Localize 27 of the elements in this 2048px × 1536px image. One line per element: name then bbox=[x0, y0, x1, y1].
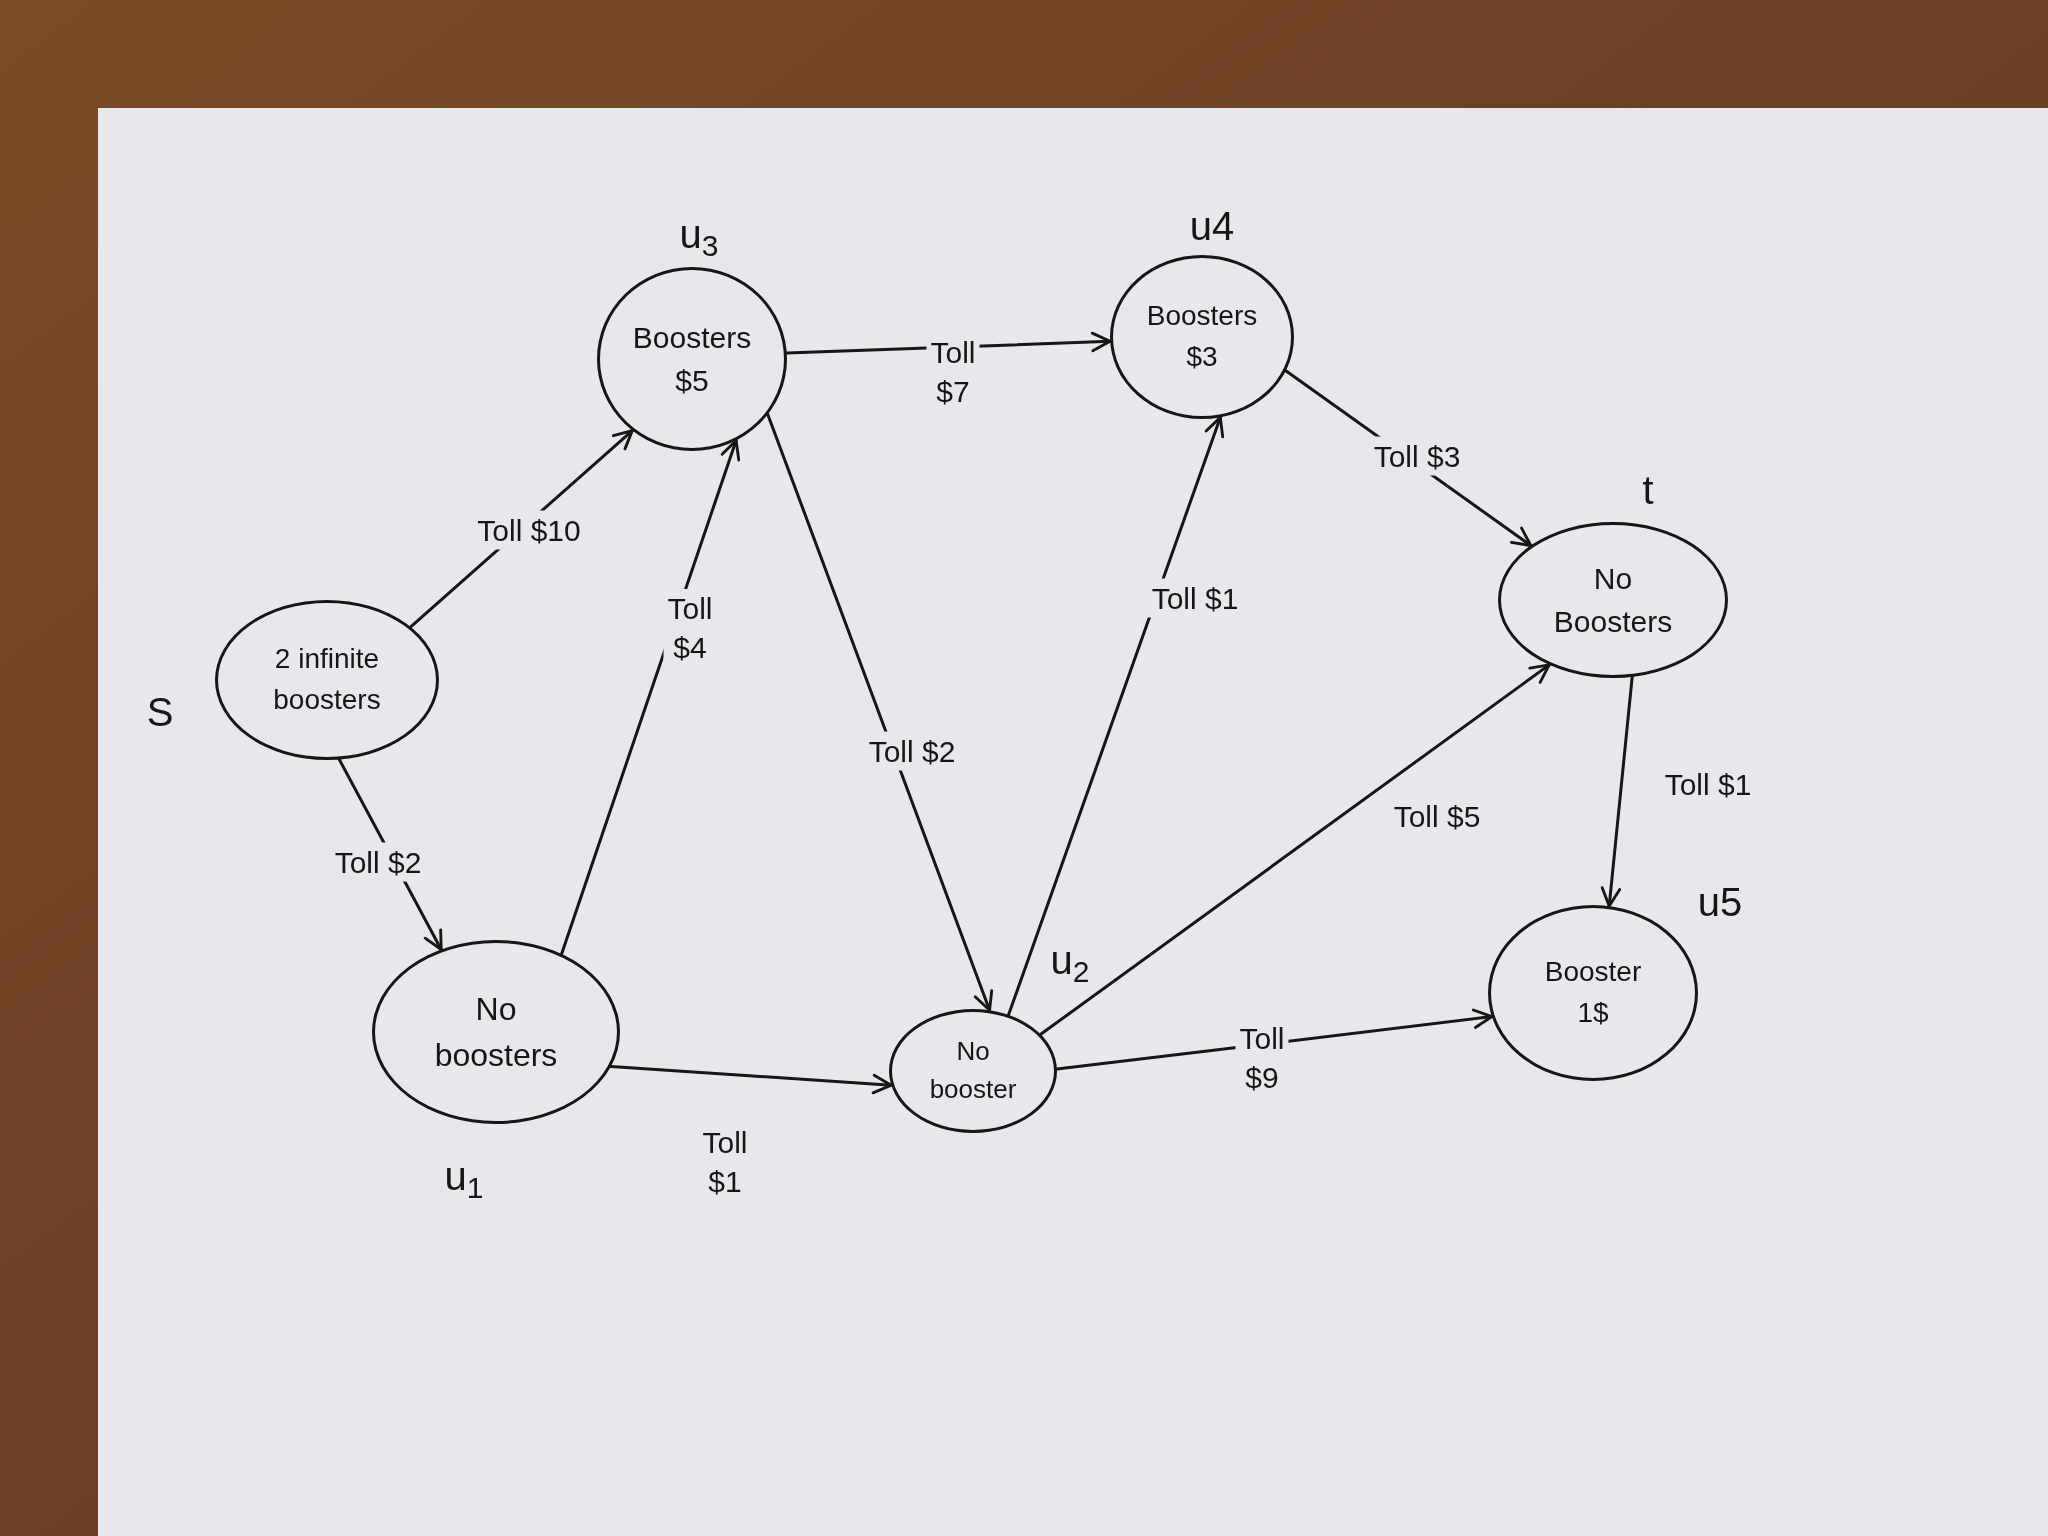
node-circle bbox=[1110, 255, 1294, 419]
node-label: t bbox=[1642, 470, 1654, 510]
node-text: Boosters $3 bbox=[1145, 299, 1259, 374]
node-text: No booster bbox=[928, 1035, 1018, 1106]
node-label: u5 bbox=[1697, 882, 1743, 922]
arrow bbox=[1039, 663, 1551, 1036]
arrow bbox=[766, 412, 994, 1012]
node-circle bbox=[1488, 905, 1698, 1081]
node-label: u4 bbox=[1189, 206, 1235, 246]
arrow bbox=[560, 439, 741, 956]
node-text: Boosters $5 bbox=[631, 319, 753, 399]
node-label: u$_{3}$ bbox=[679, 214, 719, 254]
node-label: u$_{2}$ bbox=[1050, 940, 1090, 980]
node-label: S bbox=[146, 692, 174, 732]
node-circle bbox=[215, 600, 439, 760]
arrow bbox=[1007, 415, 1225, 1017]
node-text: Booster 1$ bbox=[1543, 955, 1643, 1030]
node-circle bbox=[372, 940, 620, 1124]
node-text: No Boosters bbox=[1552, 560, 1674, 640]
node-circle bbox=[1498, 522, 1728, 678]
arrow bbox=[609, 1065, 893, 1095]
node-circle bbox=[889, 1009, 1057, 1133]
node-circle bbox=[597, 267, 787, 451]
node-text: 2 infinite boosters bbox=[272, 642, 382, 717]
node-label: u$_{1}$ bbox=[444, 1156, 484, 1196]
arrow bbox=[1600, 675, 1634, 908]
node-text: No boosters bbox=[433, 989, 559, 1075]
